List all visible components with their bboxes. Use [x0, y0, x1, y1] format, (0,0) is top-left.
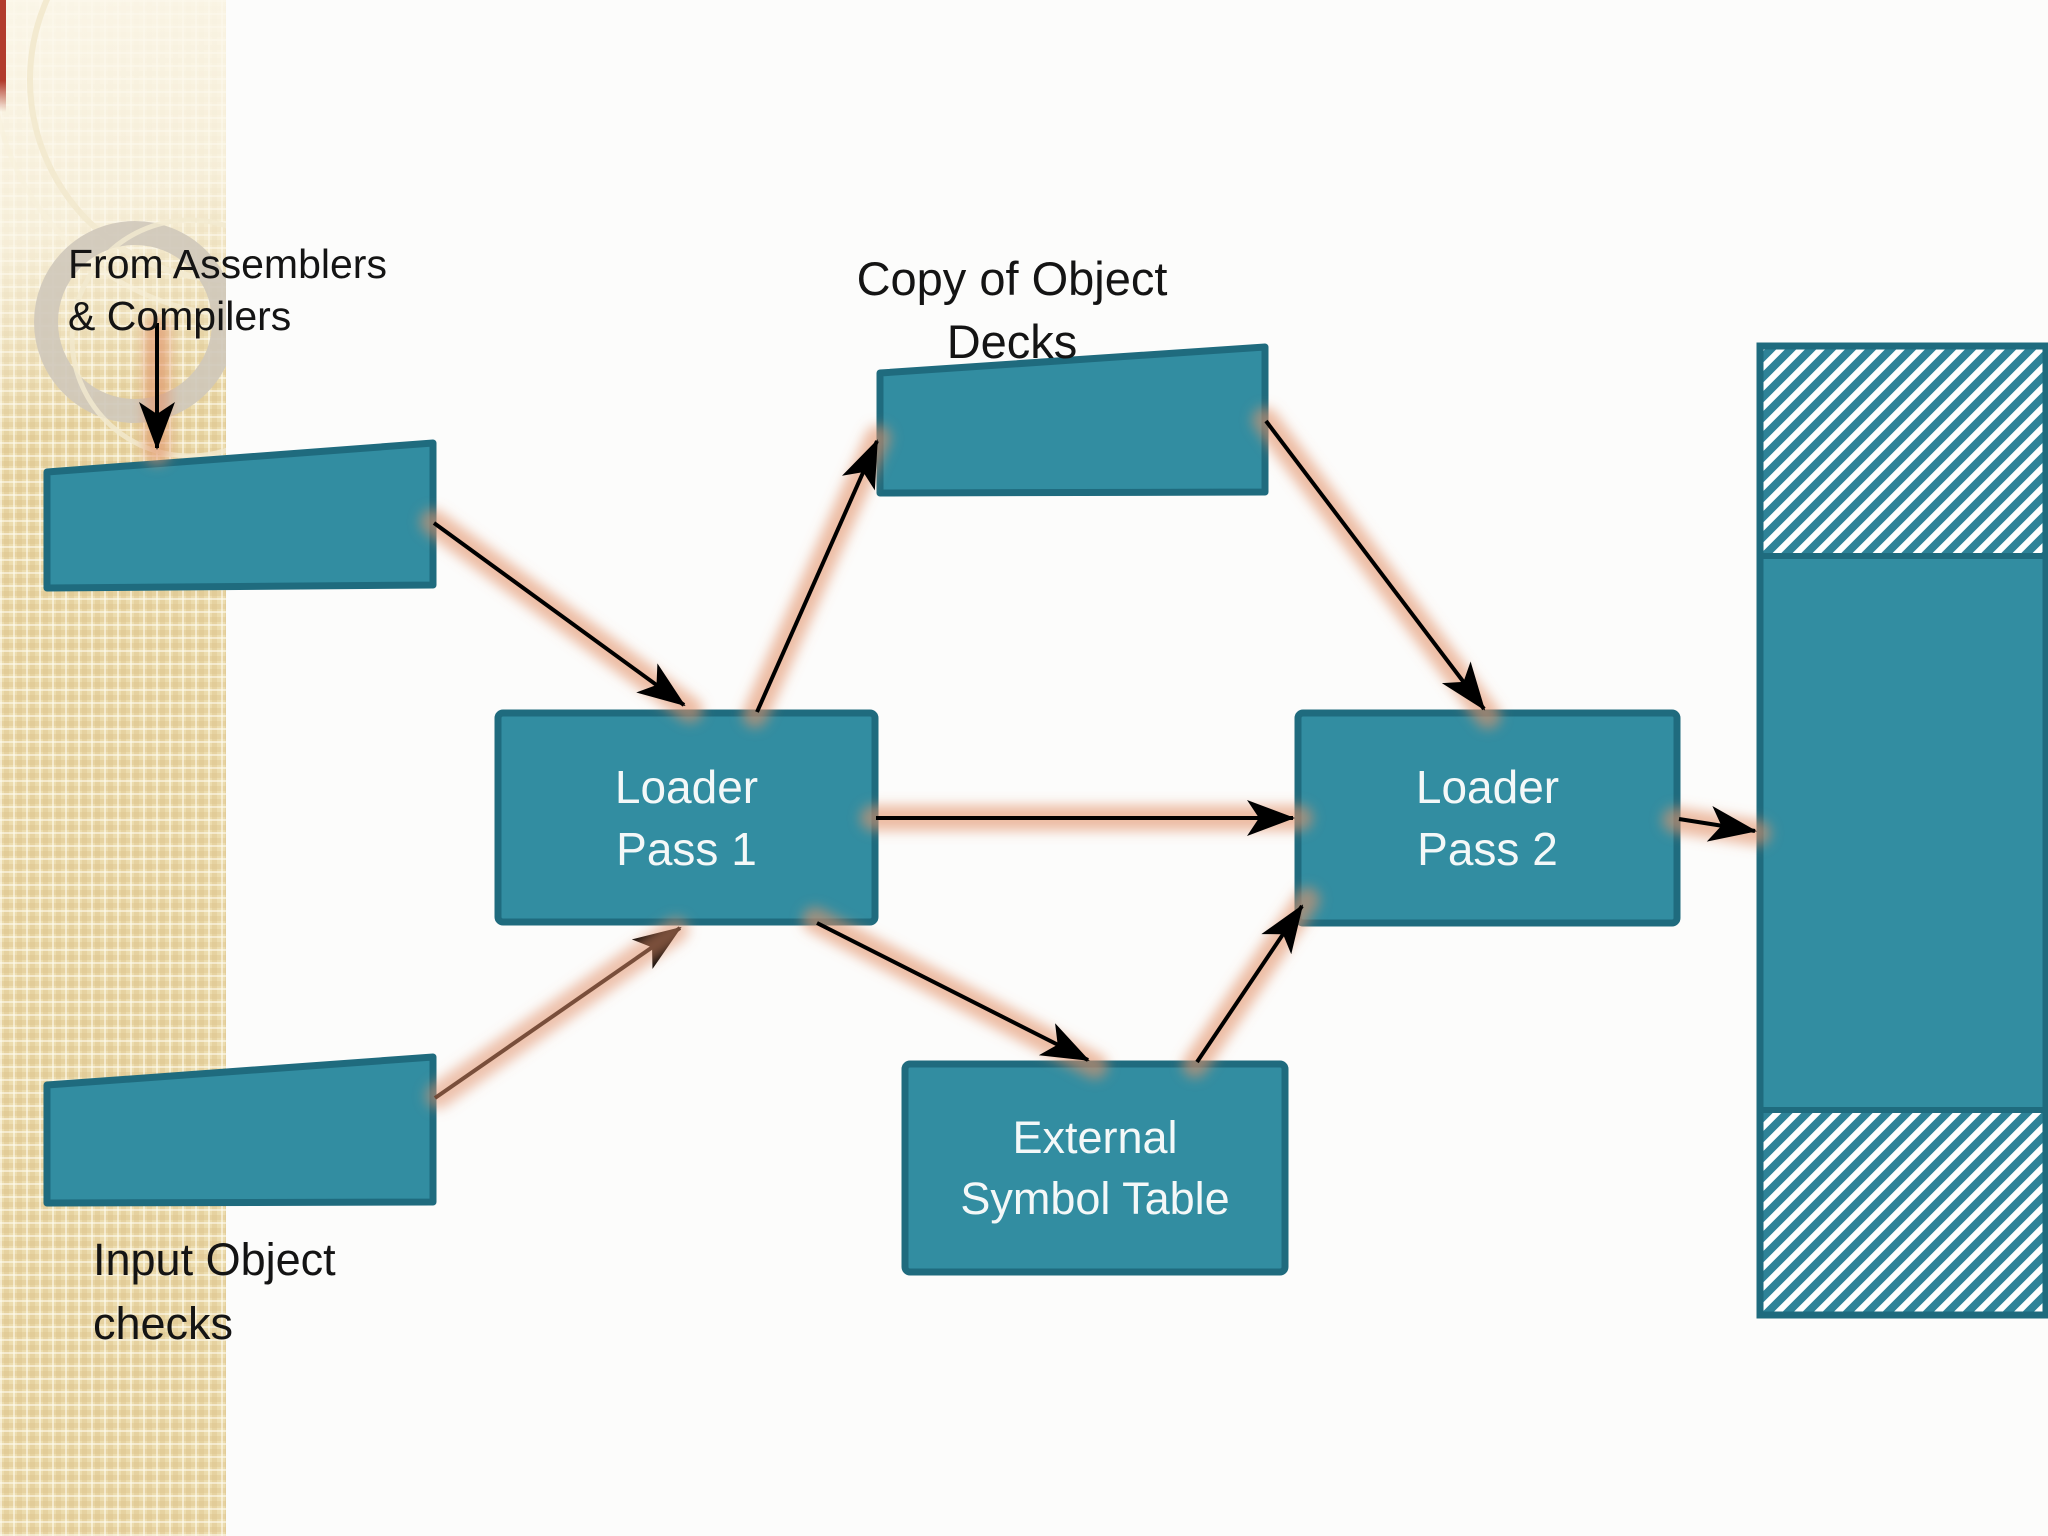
- arrow-deck-to-pass1: [432, 521, 686, 707]
- external-symbol-table-label: External Symbol Table: [960, 1112, 1230, 1224]
- loader-pass-1-label: Loader Pass 1: [614, 760, 759, 875]
- label-copy-of-object-decks: Copy of Object Decks: [856, 252, 1168, 368]
- arrow-pass1-to-symtab: [816, 921, 1090, 1062]
- input-deck-bottom-shape: [43, 1053, 437, 1207]
- label-input-object-checks: Input Object checks: [93, 1234, 336, 1349]
- sidebar-circles-svg: [0, 0, 226, 459]
- input-deck-top-shape: [43, 439, 437, 592]
- arrow-symtab-to-pass2: [1195, 904, 1304, 1064]
- sidebar-red-accent: [0, 0, 6, 112]
- arrow-copy-to-pass2: [1264, 419, 1486, 711]
- loader-pass-2-label: Loader Pass 2: [1415, 761, 1560, 875]
- memory-hatched-bottom: [1760, 1110, 2046, 1315]
- arrow-pass1-to-copy: [755, 439, 879, 713]
- sidebar-background: [0, 0, 226, 1536]
- sidebar-circles-decoration: [0, 0, 226, 760]
- memory-region-box: [1756, 342, 2048, 1319]
- decorative-circle-lower: [69, 217, 226, 459]
- decorative-circle-top: [27, 0, 226, 283]
- memory-solid-middle: [1760, 556, 2046, 1110]
- arrow-glow-checks: [425, 917, 689, 1109]
- arrow-pass2-to-memory: [1678, 806, 1757, 842]
- memory-hatched-top: [1760, 346, 2046, 556]
- label-from-assemblers: From Assemblers & Compilers: [68, 241, 387, 339]
- sidebar-light-overlay: [0, 0, 226, 540]
